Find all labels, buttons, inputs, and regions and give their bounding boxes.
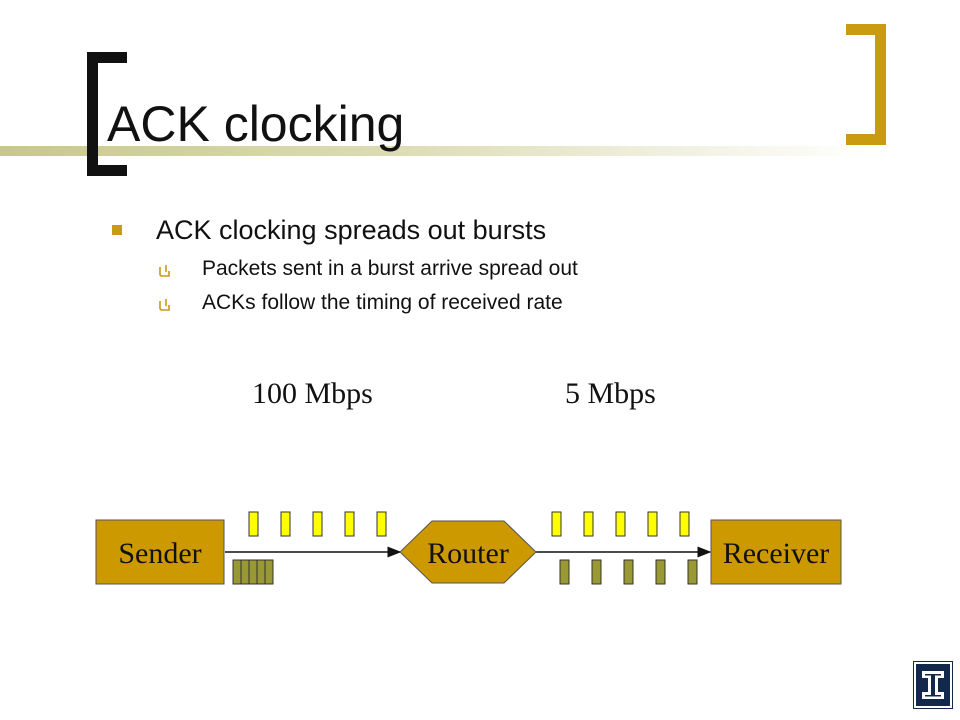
ack (232, 559, 242, 585)
right-bracket-decoration (875, 24, 886, 145)
packet (551, 511, 562, 537)
rate-label-slow-link: 5 Mbps (565, 377, 656, 410)
title-underline-gradient (0, 146, 870, 156)
arriving-packets-group (551, 511, 690, 537)
router-node (399, 520, 537, 584)
ack (655, 559, 666, 585)
sub-bullet-1: Packets sent in a burst arrive spread ou… (202, 257, 578, 280)
main-bullet: ACK clocking spreads out bursts (156, 215, 547, 245)
sub-bullet-2: ACKs follow the timing of received rate (202, 291, 563, 314)
rate-label-fast-link: 100 Mbps (252, 377, 373, 410)
right-bracket-top (846, 24, 886, 35)
router-label: Router (427, 537, 509, 570)
ack (559, 559, 570, 585)
sender-node (95, 519, 225, 585)
university-logo-icon (913, 661, 953, 709)
network-diagram: Sender Router Receiver (95, 511, 842, 585)
sent-packets-group (248, 511, 387, 537)
packet (312, 511, 323, 537)
bunched-acks-group (232, 559, 274, 585)
ack (240, 559, 250, 585)
hook-bullet-icon (159, 299, 170, 311)
packet (583, 511, 594, 537)
square-bullet-icon (112, 225, 122, 235)
packet (376, 511, 387, 537)
right-bracket-bottom (846, 134, 886, 145)
ack (623, 559, 634, 585)
ack (256, 559, 266, 585)
left-bracket-bottom (87, 165, 127, 176)
packet (248, 511, 259, 537)
spread-acks-group (559, 559, 698, 585)
receiver-label: Receiver (723, 537, 830, 570)
packet (344, 511, 355, 537)
ack (264, 559, 274, 585)
packet (615, 511, 626, 537)
packet (679, 511, 690, 537)
ack (248, 559, 258, 585)
left-bracket-decoration (87, 52, 98, 176)
slide-title: ACK clocking (107, 96, 405, 152)
sender-label: Sender (118, 537, 201, 570)
packet (647, 511, 658, 537)
ack (687, 559, 698, 585)
left-bracket-top (87, 52, 127, 63)
ack (591, 559, 602, 585)
receiver-node (710, 519, 842, 585)
packet (280, 511, 291, 537)
hook-bullet-icon (159, 265, 170, 277)
